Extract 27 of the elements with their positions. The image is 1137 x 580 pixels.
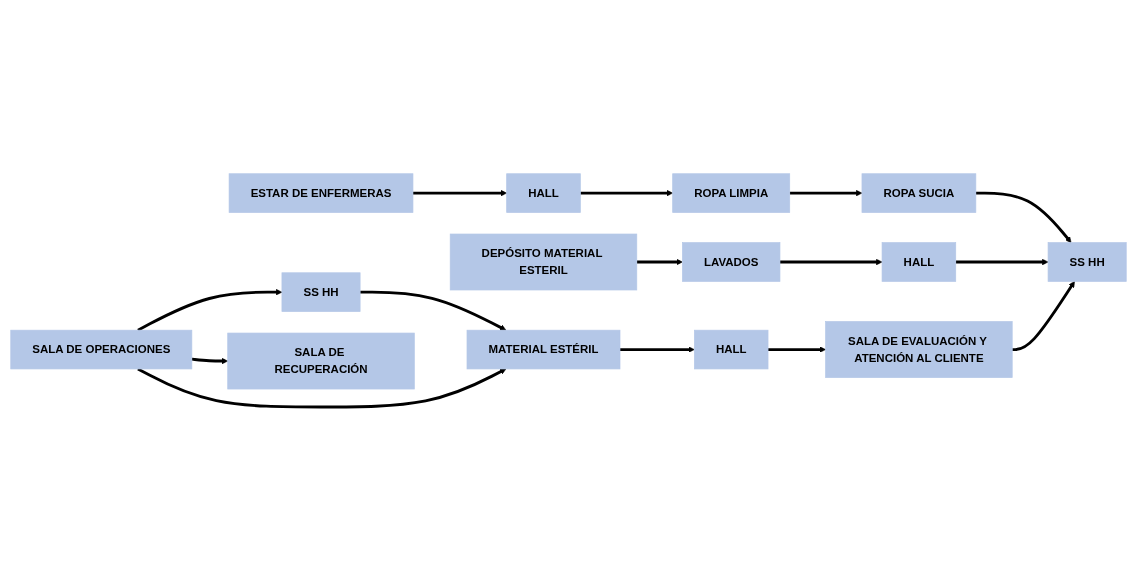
- arrow: [955, 258, 1049, 265]
- arrow: [975, 191, 1072, 243]
- arrow: [412, 189, 507, 196]
- arrow: [1012, 280, 1075, 351]
- arrow: [789, 189, 863, 196]
- arrow: [360, 290, 507, 331]
- node-box: SALA DE RECUPERACIÓN: [227, 332, 415, 390]
- arrow: [137, 367, 507, 409]
- node-box: SALA DE OPERACIONES: [10, 329, 193, 369]
- node-box: SS HH: [281, 272, 361, 312]
- arrow: [191, 357, 228, 364]
- node-box: HALL: [881, 241, 957, 282]
- node-box: SALA DE EVALUACIÓN Y ATENCIÓN AL CLIENTE: [825, 320, 1013, 378]
- node-box: HALL: [506, 173, 581, 213]
- node-box: LAVADOS: [682, 241, 781, 282]
- arrow: [620, 346, 695, 353]
- arrow: [779, 258, 883, 265]
- node-box: ESTAR DE ENFERMERAS: [228, 173, 414, 213]
- node-box: ROPA SUCIA: [861, 173, 977, 213]
- arrow: [768, 346, 826, 353]
- node-box: DEPÓSITO MATERIAL ESTERIL: [449, 233, 638, 290]
- node-box: ROPA LIMPIA: [672, 173, 791, 213]
- node-box: SS HH: [1047, 241, 1127, 282]
- node-box: HALL: [694, 329, 769, 369]
- node-box: MATERIAL ESTÉRIL: [466, 329, 621, 369]
- arrow: [580, 189, 673, 196]
- arrow: [636, 258, 683, 265]
